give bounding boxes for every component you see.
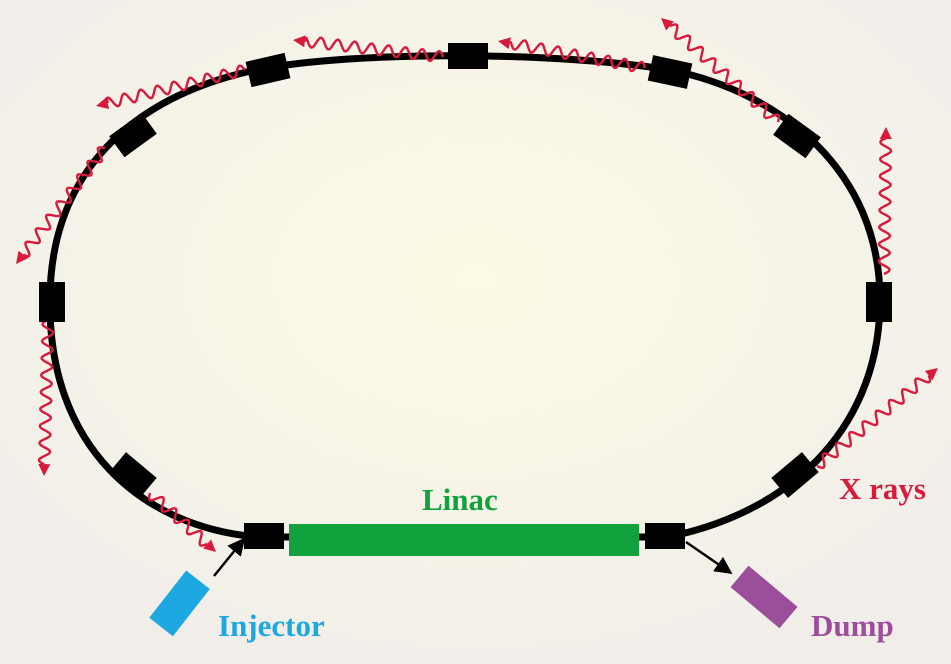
bending-magnets — [39, 43, 892, 549]
xray-arrowhead — [661, 18, 674, 31]
injector-arrow — [213, 537, 246, 577]
xray-wave — [22, 146, 106, 258]
xray-wave — [105, 64, 246, 108]
bending-magnet — [109, 112, 157, 158]
xray-arrowhead — [498, 37, 511, 50]
injector-label: Injector — [218, 608, 325, 643]
linac-accelerator — [289, 524, 639, 556]
bending-magnet — [773, 113, 821, 159]
bending-magnet — [39, 282, 65, 322]
bending-magnet — [244, 523, 284, 549]
xray-arrowhead — [879, 127, 892, 140]
bending-magnet — [866, 282, 892, 322]
xray-wave — [147, 492, 209, 547]
linac-label: Linac — [422, 482, 498, 517]
xrays-label: X rays — [839, 471, 926, 506]
xray-emissions — [16, 18, 938, 552]
xray-arrowhead — [293, 35, 306, 48]
beam-dump — [730, 565, 798, 629]
xray-arrowhead — [203, 539, 216, 552]
bending-magnet — [245, 52, 291, 88]
xray-arrowhead — [38, 463, 51, 476]
dump-label: Dump — [811, 608, 894, 643]
bending-magnet — [109, 452, 157, 498]
bending-magnet — [645, 523, 685, 549]
bending-magnet — [771, 452, 819, 498]
bending-magnet — [647, 55, 693, 89]
xray-wave — [37, 318, 55, 466]
bending-magnet — [448, 43, 488, 69]
xray-arrowhead — [16, 250, 29, 264]
xray-arrowhead — [924, 368, 938, 381]
xray-wave — [877, 137, 893, 276]
xray-wave — [669, 23, 781, 123]
xray-wave — [509, 39, 647, 73]
injector-source — [149, 570, 210, 637]
xray-wave — [816, 375, 932, 470]
xray-wave — [303, 36, 445, 63]
xray-arrowhead — [96, 97, 110, 109]
dump-arrow — [685, 540, 733, 575]
